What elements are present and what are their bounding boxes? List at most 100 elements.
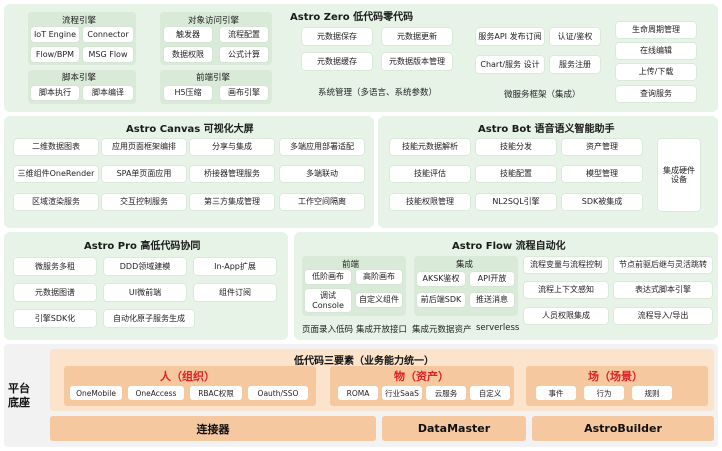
astrobuilder-label: AstroBuilder xyxy=(584,422,662,435)
microservice-label: 微服务框架（集成） xyxy=(504,90,581,100)
bot-item: SDK被集成 xyxy=(562,194,642,210)
things-item: ROMA xyxy=(338,386,378,400)
flow-engine-item: Connector xyxy=(83,27,133,42)
flow-bottom-label: 页面录入低码 xyxy=(302,325,354,335)
things-title: 物（资产） xyxy=(394,370,449,383)
astro-zero-title: Astro Zero 低代码零代码 xyxy=(290,12,414,23)
front-engine-item: 画布引擎 xyxy=(220,86,268,100)
bot-item: 技能权限管理 xyxy=(390,194,470,210)
lifecycle-item: 生命周期管理 xyxy=(616,22,696,38)
flow-front-item: 低阶画布 xyxy=(305,270,351,284)
lifecycle-item: 查询服务 xyxy=(616,86,696,102)
pro-item: 组件订阅 xyxy=(194,284,276,301)
flow-integration-item: AKSK鉴权 xyxy=(417,272,465,286)
canvas-item: 多端联动 xyxy=(280,166,364,182)
metadata-item: 元数据保存 xyxy=(302,28,372,45)
flow-bottom-label: serverless xyxy=(476,323,520,333)
canvas-item: 第三方集成管理 xyxy=(190,194,274,210)
things-item: 云服务 xyxy=(426,386,466,400)
service-item: 认证/鉴权 xyxy=(550,28,600,45)
scene-item: 事件 xyxy=(536,386,576,400)
pro-item: 自动化原子服务生成 xyxy=(104,310,194,327)
bot-hardware-box: 集成硬件设备 xyxy=(658,139,700,211)
people-title: 人（组织） xyxy=(160,370,215,383)
bot-item: 技能分发 xyxy=(476,139,556,155)
canvas-item: 工作空间隔离 xyxy=(280,194,364,210)
astro-pro-title: Astro Pro 高低代码协同 xyxy=(84,241,201,252)
flow-mid-item: 流程变量与流程控制 xyxy=(524,257,608,273)
people-item: Oauth/SSO xyxy=(248,386,308,400)
front-engine-item: H5压缩 xyxy=(164,86,212,100)
bot-item: 技能评估 xyxy=(390,166,470,182)
script-engine-item: 脚本执行 xyxy=(31,86,79,100)
lifecycle-item: 在线编辑 xyxy=(616,43,696,59)
scene-item: 行为 xyxy=(584,386,624,400)
pro-item: In-App扩展 xyxy=(194,258,276,275)
flow-bottom-label: 集成开放接口 xyxy=(356,325,408,335)
script-engine-title: 脚本引擎 xyxy=(62,73,97,83)
pro-item: 元数据图谱 xyxy=(14,284,96,301)
astro-canvas-title: Astro Canvas 可视化大屏 xyxy=(126,124,254,135)
scene-item: 规则 xyxy=(632,386,672,400)
object-engine-item: 触发器 xyxy=(164,27,212,42)
lifecycle-item: 上传/下载 xyxy=(616,64,696,80)
astrobuilder-bar: AstroBuilder xyxy=(532,416,714,441)
flow-bottom-label: 集成元数据资产 xyxy=(412,325,472,335)
flow-right-item: 节点前驱后继与灵活跳转 xyxy=(614,257,712,273)
object-engine-title: 对象访问引擎 xyxy=(188,16,240,26)
canvas-item: 交互控制服务 xyxy=(102,194,186,210)
metadata-item: 元数据缓存 xyxy=(302,53,372,70)
astro-bot-title: Astro Bot 语音语义智能助手 xyxy=(478,124,615,135)
people-item: OneMobile xyxy=(70,386,122,400)
connector-label: 连接器 xyxy=(196,422,230,436)
flow-right-item: 表达式脚本引擎 xyxy=(614,282,712,298)
pro-item: UI微前端 xyxy=(104,284,186,301)
flow-right-item: 流程导入/导出 xyxy=(614,308,712,324)
flow-mid-item: 流程上下文感知 xyxy=(524,282,608,298)
service-item: 服务API 发布订阅 xyxy=(476,28,544,45)
datamaster-bar: DataMaster xyxy=(382,416,526,441)
things-item: 行业SaaS xyxy=(382,386,422,400)
canvas-item: 二维数据图表 xyxy=(14,139,98,155)
bot-item: NL2SQL引擎 xyxy=(476,194,556,210)
pro-item: 引擎SDK化 xyxy=(14,310,96,327)
canvas-item: SPA单页面应用 xyxy=(102,166,186,182)
flow-integration-item: 前后端SDK xyxy=(417,293,465,307)
canvas-item: 应用页面框架编排 xyxy=(102,139,186,155)
people-item: OneAccess xyxy=(128,386,184,400)
object-engine-item: 数据权限 xyxy=(164,47,212,62)
canvas-item: 区域渲染服务 xyxy=(14,194,98,210)
pro-item: 微服务多租 xyxy=(14,258,96,275)
flow-integration-item: API开放 xyxy=(470,272,514,286)
bot-item: 模型管理 xyxy=(562,166,642,182)
three-elements-title: 低代码三要素（业务能力统一） xyxy=(294,356,434,367)
canvas-item: 三维组件OneRender xyxy=(14,166,98,182)
flow-front-title: 前端 xyxy=(342,260,360,270)
things-item: 自定义 xyxy=(470,386,510,400)
bot-item: 资产管理 xyxy=(562,139,642,155)
metadata-item: 元数据版本管理 xyxy=(382,53,452,70)
object-engine-item: 流程配置 xyxy=(220,27,268,42)
platform-base-text: 平台底座 xyxy=(8,382,30,409)
flow-engine-item: Flow/BPM xyxy=(31,47,79,62)
canvas-item: 桥接器管理服务 xyxy=(190,166,274,182)
canvas-item: 分享与集成 xyxy=(190,139,274,155)
people-item: RBAC权限 xyxy=(190,386,242,400)
flow-front-item: 高阶画布 xyxy=(356,270,402,284)
canvas-item: 多端应用部署适配 xyxy=(280,139,364,155)
script-engine-item: 脚本编译 xyxy=(83,86,133,100)
flow-front-item: 自定义组件 xyxy=(356,293,402,307)
datamaster-label: DataMaster xyxy=(417,422,491,435)
flow-front-item: 调试Console xyxy=(305,289,351,312)
metadata-item: 元数据更新 xyxy=(382,28,452,45)
flow-integration-item: 推送消息 xyxy=(470,293,514,307)
flow-mid-item: 人员权限集成 xyxy=(524,308,608,324)
flow-engine-title: 流程引擎 xyxy=(62,16,97,26)
pro-item: DDD领域建模 xyxy=(104,258,186,275)
system-management-label: 系统管理（多语言、系统参数） xyxy=(318,88,438,98)
platform-base-label: 平台底座 xyxy=(8,382,38,410)
service-item: Chart/服务 设计 xyxy=(476,56,544,73)
astro-flow-title: Astro Flow 流程自动化 xyxy=(452,241,566,252)
connector-bar: 连接器 xyxy=(50,416,376,441)
flow-integration-title: 集成 xyxy=(456,260,474,270)
